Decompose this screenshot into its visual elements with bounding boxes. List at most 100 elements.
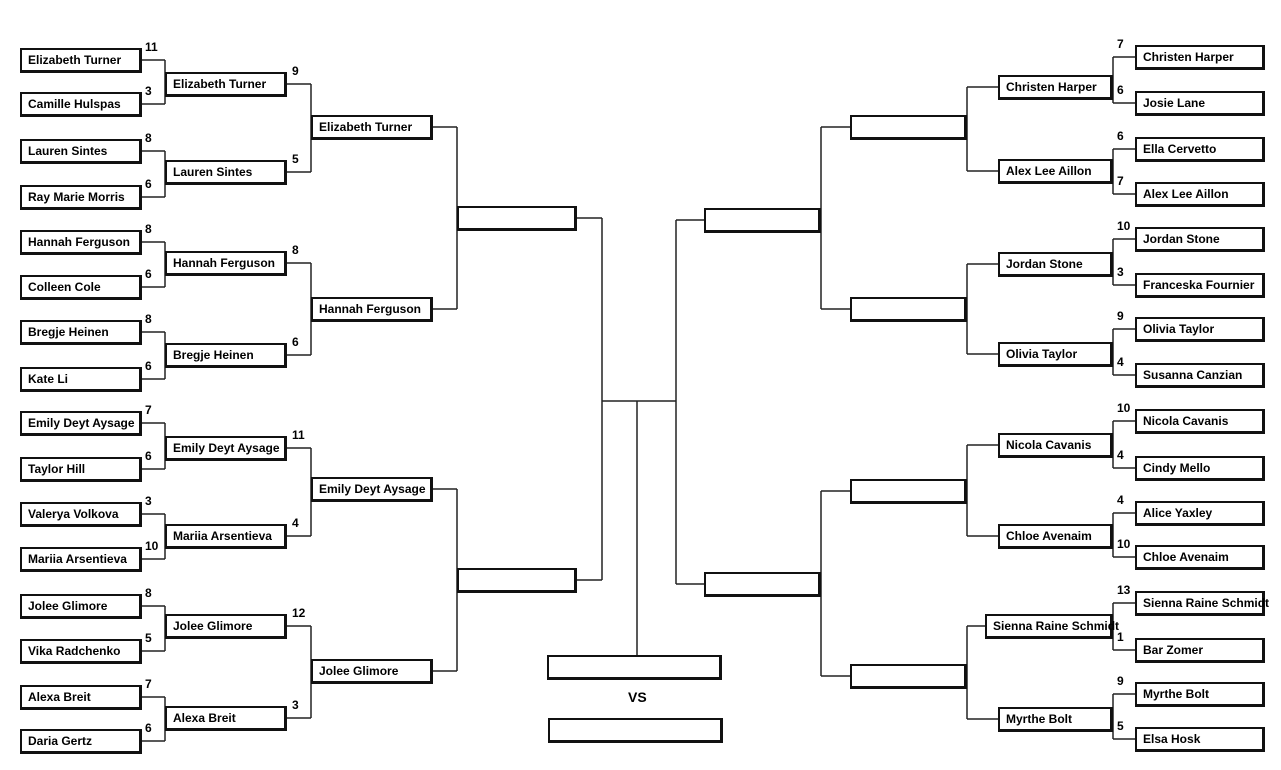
team-slot: Taylor Hill bbox=[20, 457, 142, 482]
team-slot: Elsa Hosk bbox=[1135, 727, 1265, 752]
team-slot: Myrthe Bolt bbox=[1135, 682, 1265, 707]
team-slot: Franceska Fournier bbox=[1135, 273, 1265, 298]
team-slot: Jordan Stone bbox=[998, 252, 1113, 277]
team-slot: Valerya Volkova bbox=[20, 502, 142, 527]
score-label: 7 bbox=[145, 677, 152, 691]
team-slot: Emily Deyt Aysage bbox=[20, 411, 142, 436]
score-label: 6 bbox=[292, 335, 299, 349]
team-slot: Cindy Mello bbox=[1135, 456, 1265, 481]
team-slot bbox=[850, 115, 967, 140]
team-slot: Elizabeth Turner bbox=[20, 48, 142, 73]
score-label: 4 bbox=[292, 516, 299, 530]
team-slot bbox=[704, 572, 821, 597]
score-label: 7 bbox=[1117, 37, 1124, 51]
score-label: 5 bbox=[1117, 719, 1124, 733]
team-slot bbox=[704, 208, 821, 233]
team-slot: Jordan Stone bbox=[1135, 227, 1265, 252]
team-slot bbox=[457, 568, 577, 593]
score-label: 9 bbox=[1117, 674, 1124, 688]
team-slot: Chloe Avenaim bbox=[998, 524, 1113, 549]
team-slot: Chloe Avenaim bbox=[1135, 545, 1265, 570]
team-slot: Hannah Ferguson bbox=[311, 297, 433, 322]
team-slot: Vika Radchenko bbox=[20, 639, 142, 664]
score-label: 10 bbox=[1117, 219, 1131, 233]
team-slot: Bregje Heinen bbox=[165, 343, 287, 368]
score-label: 12 bbox=[292, 606, 306, 620]
team-slot: Jolee Glimore bbox=[165, 614, 287, 639]
score-label: 10 bbox=[145, 539, 159, 553]
score-label: 6 bbox=[145, 267, 152, 281]
team-slot: Sienna Raine Schmidt bbox=[985, 614, 1119, 639]
team-slot: Olivia Taylor bbox=[998, 342, 1113, 367]
team-slot: Jolee Glimore bbox=[311, 659, 433, 684]
vs-label: VS bbox=[628, 689, 647, 705]
score-label: 6 bbox=[145, 721, 152, 735]
score-label: 6 bbox=[145, 359, 152, 373]
team-slot: Camille Hulspas bbox=[20, 92, 142, 117]
team-slot: Lauren Sintes bbox=[20, 139, 142, 164]
score-label: 8 bbox=[145, 222, 152, 236]
score-label: 4 bbox=[1117, 355, 1124, 369]
score-label: 3 bbox=[1117, 265, 1124, 279]
team-slot bbox=[850, 664, 967, 689]
team-slot bbox=[850, 297, 967, 322]
team-slot: Emily Deyt Aysage bbox=[165, 436, 287, 461]
team-slot: Josie Lane bbox=[1135, 91, 1265, 116]
score-label: 4 bbox=[1117, 448, 1124, 462]
team-slot: Emily Deyt Aysage bbox=[311, 477, 433, 502]
score-label: 6 bbox=[1117, 129, 1124, 143]
team-slot: Daria Gertz bbox=[20, 729, 142, 754]
score-label: 3 bbox=[292, 698, 299, 712]
score-label: 8 bbox=[292, 243, 299, 257]
team-slot: Susanna Canzian bbox=[1135, 363, 1265, 388]
team-slot: Bregje Heinen bbox=[20, 320, 142, 345]
team-slot: Elizabeth Turner bbox=[311, 115, 433, 140]
team-slot: Alex Lee Aillon bbox=[1135, 182, 1265, 207]
team-slot: Colleen Cole bbox=[20, 275, 142, 300]
team-slot: Olivia Taylor bbox=[1135, 317, 1265, 342]
team-slot bbox=[457, 206, 577, 231]
team-slot: Sienna Raine Schmidt bbox=[1135, 591, 1269, 616]
team-slot: Mariia Arsentieva bbox=[20, 547, 142, 572]
score-label: 4 bbox=[1117, 493, 1124, 507]
score-label: 9 bbox=[1117, 309, 1124, 323]
team-slot bbox=[850, 479, 967, 504]
final-slot-top bbox=[547, 655, 722, 680]
team-slot: Alexa Breit bbox=[20, 685, 142, 710]
score-label: 6 bbox=[1117, 83, 1124, 97]
team-slot: Myrthe Bolt bbox=[998, 707, 1113, 732]
score-label: 8 bbox=[145, 131, 152, 145]
score-label: 11 bbox=[292, 428, 305, 442]
score-label: 8 bbox=[145, 586, 152, 600]
score-label: 9 bbox=[292, 64, 299, 78]
team-slot: Nicola Cavanis bbox=[1135, 409, 1265, 434]
team-slot: Christen Harper bbox=[1135, 45, 1265, 70]
score-label: 6 bbox=[145, 177, 152, 191]
team-slot: Elizabeth Turner bbox=[165, 72, 287, 97]
team-slot: Christen Harper bbox=[998, 75, 1113, 100]
score-label: 11 bbox=[145, 40, 158, 54]
score-label: 1 bbox=[1117, 630, 1124, 644]
team-slot: Kate Li bbox=[20, 367, 142, 392]
score-label: 6 bbox=[145, 449, 152, 463]
score-label: 7 bbox=[145, 403, 152, 417]
team-slot: Lauren Sintes bbox=[165, 160, 287, 185]
team-slot: Ella Cervetto bbox=[1135, 137, 1265, 162]
score-label: 3 bbox=[145, 84, 152, 98]
team-slot: Nicola Cavanis bbox=[998, 433, 1113, 458]
final-slot-bottom bbox=[548, 718, 723, 743]
score-label: 5 bbox=[145, 631, 152, 645]
team-slot: Alexa Breit bbox=[165, 706, 287, 731]
team-slot: Hannah Ferguson bbox=[20, 230, 142, 255]
score-label: 5 bbox=[292, 152, 299, 166]
score-label: 3 bbox=[145, 494, 152, 508]
score-label: 10 bbox=[1117, 401, 1131, 415]
team-slot: Alice Yaxley bbox=[1135, 501, 1265, 526]
team-slot: Ray Marie Morris bbox=[20, 185, 142, 210]
team-slot: Hannah Ferguson bbox=[165, 251, 287, 276]
team-slot: Alex Lee Aillon bbox=[998, 159, 1113, 184]
team-slot: Jolee Glimore bbox=[20, 594, 142, 619]
team-slot: Mariia Arsentieva bbox=[165, 524, 287, 549]
score-label: 13 bbox=[1117, 583, 1131, 597]
